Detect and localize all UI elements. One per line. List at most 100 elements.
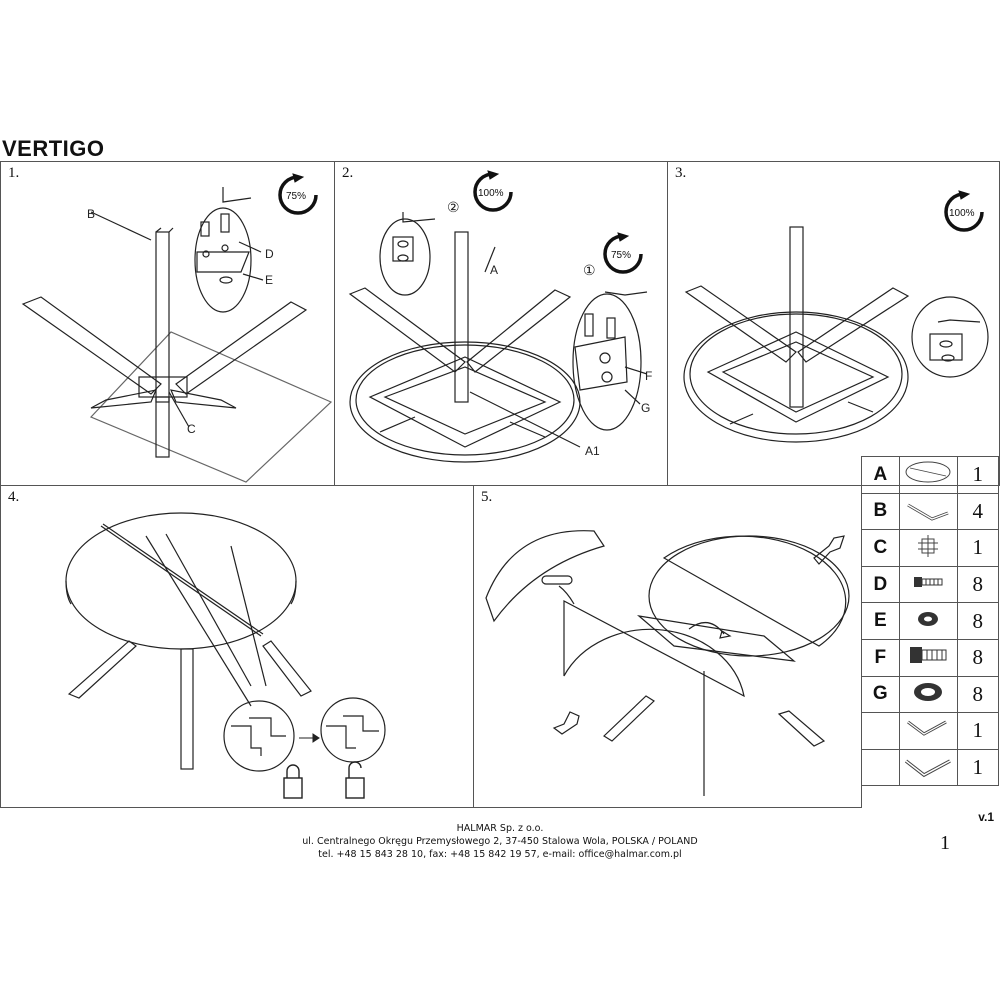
allen-key-icon bbox=[222, 187, 252, 203]
leg-frame-icon bbox=[907, 503, 949, 521]
step-number: 5. bbox=[481, 489, 493, 505]
part-quantity: 1 bbox=[956, 529, 1000, 567]
center-bracket-icon bbox=[918, 535, 939, 558]
part-letter bbox=[861, 712, 900, 750]
step-2-panel: 2. bbox=[334, 161, 668, 486]
rotation-icon-75 bbox=[603, 232, 643, 274]
step-2-illustration: 100% 75% ② ① A A1 F G bbox=[348, 170, 652, 463]
part-quantity: 1 bbox=[956, 748, 1000, 787]
substep-1-marker: ① bbox=[583, 264, 596, 279]
part-quantity: 4 bbox=[956, 492, 1000, 531]
part-icon-cell bbox=[898, 712, 958, 750]
rotation-icon bbox=[278, 173, 318, 215]
part-quantity: 1 bbox=[956, 712, 1000, 750]
rotation-75-label: 75% bbox=[286, 191, 306, 202]
step-number: 3. bbox=[675, 165, 687, 181]
part-letter: F bbox=[861, 638, 900, 677]
step-5-panel: 5. bbox=[473, 485, 862, 808]
company-footer: HALMAR Sp. z o.o. ul. Centralnego Okręgu… bbox=[250, 822, 750, 861]
rotation-icon-100 bbox=[473, 170, 513, 212]
bolt-icon bbox=[914, 577, 943, 588]
small-allen-key-icon bbox=[907, 721, 947, 737]
large-allen-key-icon bbox=[904, 759, 951, 778]
key-detail-circle bbox=[911, 296, 989, 378]
document-title: VERTIGO bbox=[2, 136, 105, 161]
rotation-100-label: 100% bbox=[478, 188, 504, 199]
part-letter: D bbox=[861, 565, 900, 604]
lock-open-icon bbox=[345, 761, 365, 799]
part-letter: C bbox=[861, 529, 900, 567]
rotation-75-label: 75% bbox=[611, 250, 631, 261]
company-contact: tel. +48 15 843 28 10, fax: +48 15 842 1… bbox=[318, 849, 682, 860]
washer-icon bbox=[918, 611, 939, 626]
step-3-illustration: 100% bbox=[683, 190, 989, 443]
pull-arrow-icon bbox=[552, 535, 845, 735]
part-icon-cell bbox=[898, 529, 958, 567]
rotation-icon bbox=[944, 190, 984, 232]
substep-2-marker: ② bbox=[447, 201, 460, 216]
lock-closed-icon bbox=[283, 764, 303, 799]
step-5-illustration bbox=[485, 530, 850, 796]
part-icon-cell bbox=[898, 748, 958, 787]
label-a1: A1 bbox=[585, 444, 600, 458]
label-c: C bbox=[187, 422, 196, 436]
parts-row: 1 bbox=[861, 712, 1000, 750]
part-quantity: 8 bbox=[956, 638, 1000, 677]
curved-arrow-icon bbox=[688, 622, 732, 639]
latch-detail-circle bbox=[223, 700, 295, 772]
part-letter: B bbox=[861, 492, 900, 531]
part-letter: G bbox=[861, 675, 900, 714]
step-number: 2. bbox=[342, 165, 354, 181]
step-4-panel: 4. bbox=[0, 485, 474, 808]
step-number: 1. bbox=[8, 165, 20, 181]
large-bolt-icon bbox=[910, 647, 947, 664]
handle-detail-circle bbox=[485, 530, 605, 623]
part-quantity: 8 bbox=[956, 565, 1000, 604]
label-b: B bbox=[87, 207, 95, 221]
step-4-illustration bbox=[65, 512, 386, 799]
company-name: HALMAR Sp. z o.o. bbox=[456, 823, 544, 834]
large-washer-icon bbox=[914, 682, 943, 701]
part-letter: A bbox=[861, 456, 900, 494]
step-1-panel: 1. 75% bbox=[0, 161, 335, 486]
label-g: G bbox=[641, 401, 650, 415]
part-quantity: 8 bbox=[956, 675, 1000, 714]
label-d: D bbox=[265, 247, 274, 261]
part-icon-cell bbox=[898, 565, 958, 604]
arrow-icon bbox=[299, 733, 320, 743]
part-icon-cell bbox=[898, 675, 958, 714]
bolt-detail-circle bbox=[194, 207, 264, 313]
key-detail-circle bbox=[379, 212, 436, 296]
company-address: ul. Centralnego Okręgu Przemysłowego 2, … bbox=[302, 836, 698, 847]
part-letter: E bbox=[861, 602, 900, 640]
part-icon-cell bbox=[898, 492, 958, 531]
part-icon-cell bbox=[898, 638, 958, 677]
part-letter bbox=[861, 748, 900, 787]
step-3-panel: 3. 100% bbox=[667, 161, 1000, 486]
step-number: 4. bbox=[8, 489, 20, 505]
page-number: 1 bbox=[940, 832, 950, 854]
version-label: v.1 bbox=[978, 810, 994, 824]
part-quantity: 8 bbox=[956, 602, 1000, 640]
part-icon-cell bbox=[898, 602, 958, 640]
label-e: E bbox=[265, 273, 273, 287]
step-1-illustration: 75% B C D E bbox=[21, 173, 333, 483]
label-f: F bbox=[645, 369, 652, 383]
bolt-detail-circle bbox=[572, 291, 648, 431]
part-quantity: 1 bbox=[956, 456, 1000, 494]
parts-row: 1 bbox=[861, 748, 1000, 787]
tabletop-disc-icon bbox=[905, 461, 951, 483]
part-icon-cell bbox=[898, 456, 958, 494]
label-a: A bbox=[490, 263, 498, 277]
unlatched-detail-circle bbox=[320, 697, 386, 763]
rotation-100-label: 100% bbox=[949, 208, 975, 219]
